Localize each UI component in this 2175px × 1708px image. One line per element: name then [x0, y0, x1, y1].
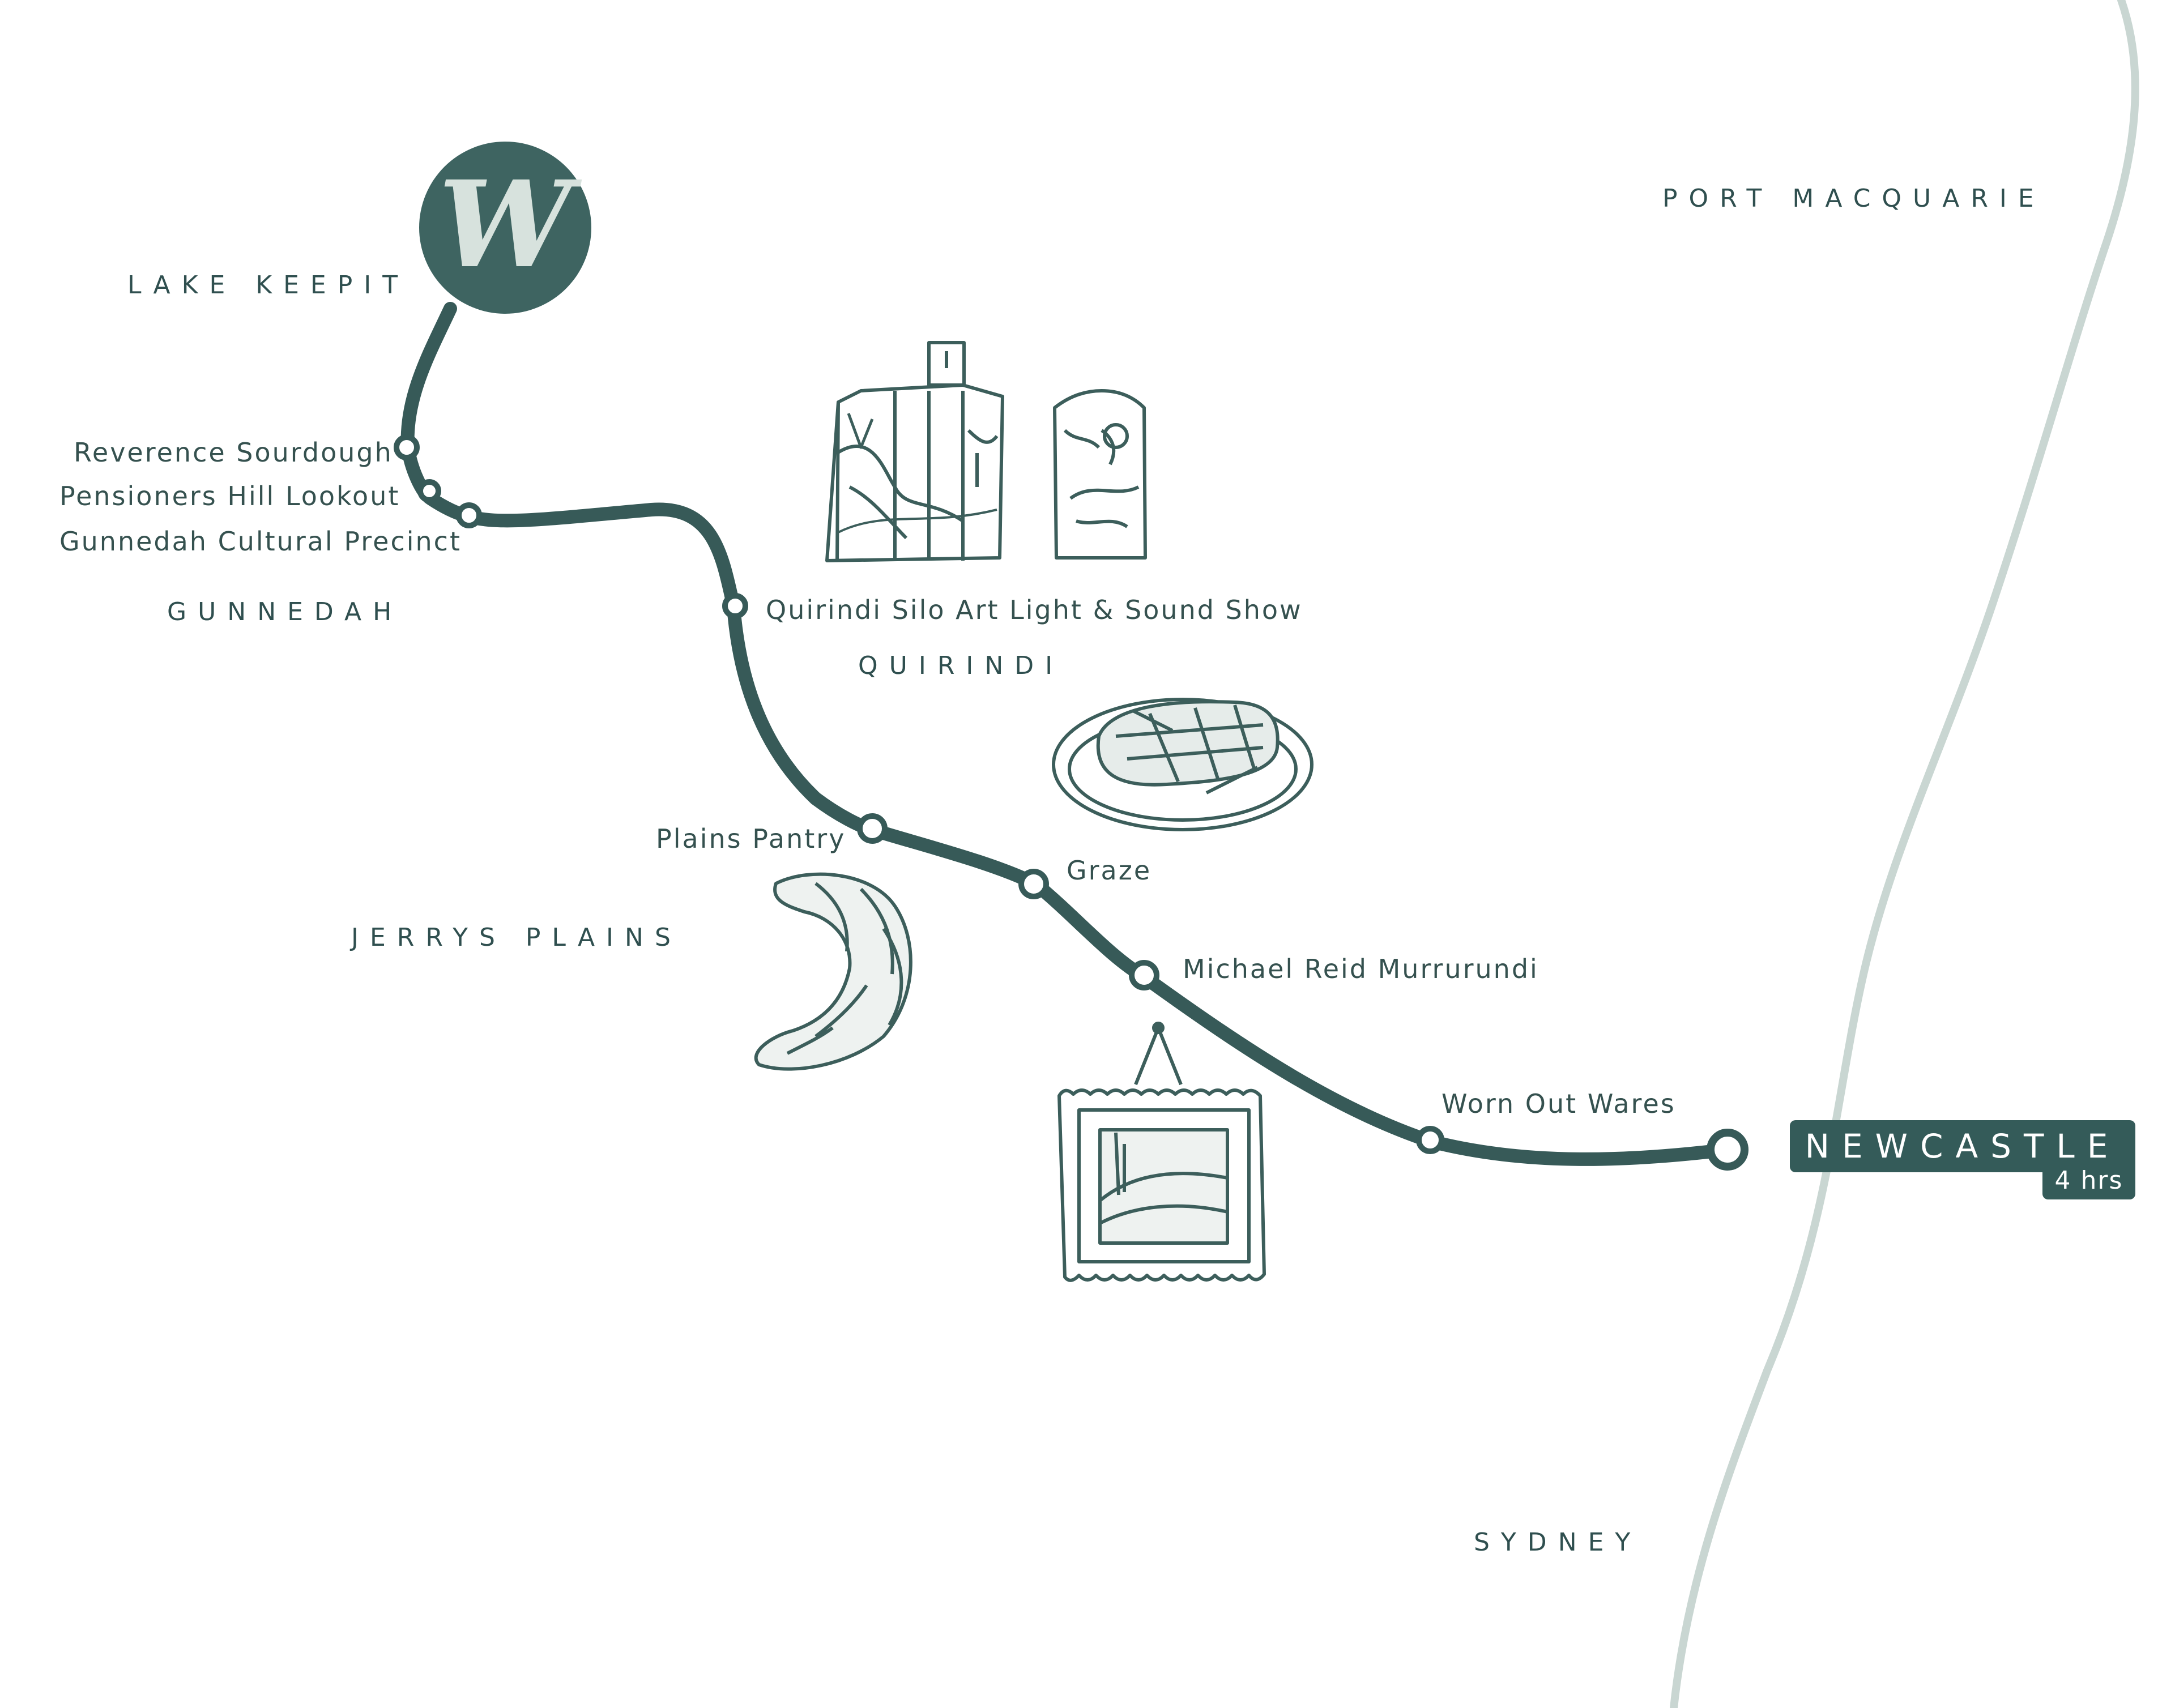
croissant-icon: [754, 872, 912, 1071]
logo-badge[interactable]: W: [419, 142, 591, 314]
destination-badge[interactable]: NEWCASTLE: [1790, 1120, 2135, 1172]
stop-label-gunnedah-cultural[interactable]: Gunnedah Cultural Precinct: [59, 526, 462, 557]
destination-name: NEWCASTLE: [1805, 1127, 2121, 1165]
stop-markers: [394, 434, 1748, 1171]
destination-duration: 4 hrs: [2054, 1166, 2123, 1195]
w-monogram-logo: W: [438, 155, 582, 294]
silo-art-icon: [825, 341, 1147, 562]
stop-label-reverence-sourdough[interactable]: Reverence Sourdough: [74, 437, 393, 468]
coastline: [1670, 0, 2139, 1708]
region-label-sydney: SYDNEY: [1474, 1528, 1641, 1557]
region-label-lake-keepit: LAKE KEEPIT: [127, 271, 409, 300]
stop-marker-plains-pantry[interactable]: [857, 813, 888, 844]
region-label-gunnedah: GUNNEDAH: [167, 597, 403, 626]
stop-marker-reverence-sourdough[interactable]: [394, 434, 420, 460]
stop-label-pensioners-hill[interactable]: Pensioners Hill Lookout: [59, 481, 400, 511]
stop-label-plains-pantry[interactable]: Plains Pantry: [656, 823, 846, 854]
stop-marker-worn-out-wares[interactable]: [1416, 1126, 1444, 1154]
destination-duration-badge: 4 hrs: [2042, 1164, 2135, 1199]
stop-label-worn-out-wares[interactable]: Worn Out Wares: [1442, 1088, 1676, 1119]
stop-marker-graze[interactable]: [1018, 869, 1049, 899]
region-label-jerrys-plains: JERRYS PLAINS: [349, 923, 682, 952]
stop-marker-quirindi-silo[interactable]: [722, 593, 748, 619]
route-line: [400, 302, 1734, 1166]
stop-marker-gunnedah-cultural[interactable]: [456, 502, 482, 528]
framed-painting-icon: [1057, 1022, 1266, 1282]
stop-marker-newcastle[interactable]: [1707, 1129, 1748, 1171]
region-label-quirindi: QUIRINDI: [858, 651, 1064, 680]
stop-label-michael-reid[interactable]: Michael Reid Murrurundi: [1183, 954, 1539, 984]
stop-marker-pensioners-hill[interactable]: [417, 479, 441, 503]
stop-label-graze[interactable]: Graze: [1067, 855, 1152, 886]
stop-marker-michael-reid[interactable]: [1129, 960, 1159, 990]
steak-plate-icon: [1052, 698, 1313, 831]
stop-label-quirindi-silo[interactable]: Quirindi Silo Art Light & Sound Show: [766, 595, 1303, 625]
region-label-port-macquarie: PORT MACQUARIE: [1662, 184, 2045, 213]
